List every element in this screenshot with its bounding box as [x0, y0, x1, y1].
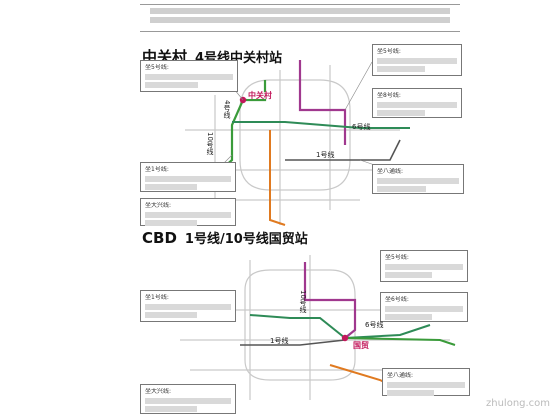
- box-line: [145, 176, 231, 182]
- route-line-5: [298, 60, 347, 145]
- box-title: 坐8号线:: [377, 92, 401, 99]
- box-title: 坐5号线:: [385, 254, 409, 261]
- station-label-guomao: 国贸: [352, 341, 370, 350]
- line-label: 1号线: [316, 151, 335, 159]
- box-line: [145, 82, 198, 88]
- line-label: 6号线: [365, 321, 384, 329]
- box-line: [145, 398, 231, 404]
- box-line: [145, 220, 197, 226]
- route-info-box: 坐八通线:: [372, 164, 464, 194]
- box-line: [385, 314, 432, 320]
- box-line: [385, 264, 463, 270]
- route-info-box: 坐大兴线:: [140, 198, 236, 226]
- box-line: [385, 272, 432, 278]
- section-title-cbd: CBD 1号线/10号线国贸站: [138, 228, 308, 247]
- intro-note-line: [150, 17, 450, 23]
- box-line: [377, 102, 457, 108]
- route-info-box: 坐5号线:: [380, 250, 468, 282]
- route-line-daxing: [269, 130, 286, 226]
- box-title: 坐大兴线:: [145, 388, 172, 395]
- route-line-1: [240, 339, 346, 346]
- line-label: 10号线: [299, 290, 307, 313]
- leader-line: [344, 61, 373, 111]
- box-line: [385, 306, 463, 312]
- box-title: 坐1号线:: [145, 294, 169, 301]
- box-line: [387, 382, 465, 388]
- box-line: [377, 186, 427, 192]
- box-title: 坐6号线:: [385, 296, 409, 303]
- box-line: [377, 58, 457, 64]
- route-info-box: 坐1号线:: [140, 162, 236, 192]
- line-label: 6号线: [352, 123, 371, 131]
- line-label: 10号线: [206, 132, 214, 155]
- box-title: 坐1号线:: [145, 166, 169, 173]
- box-title: 坐八通线:: [377, 168, 404, 175]
- box-title: 坐5号线:: [377, 48, 401, 55]
- line-label: 4号线: [223, 100, 231, 119]
- box-line: [387, 390, 434, 396]
- route-info-box: 坐5号线:: [140, 60, 238, 92]
- box-line: [145, 212, 231, 218]
- line-label: 1号线: [270, 337, 289, 345]
- route-info-box: 坐八通线:: [382, 368, 470, 396]
- box-title: 坐大兴线:: [145, 202, 172, 209]
- box-title: 坐5号线:: [145, 64, 169, 71]
- intro-note: [140, 4, 460, 32]
- route-line-10: [249, 314, 431, 340]
- watermark: zhulong.com: [486, 398, 551, 409]
- route-line-1: [285, 139, 401, 161]
- box-line: [377, 110, 425, 116]
- intro-note-line: [150, 8, 450, 14]
- box-line: [377, 178, 459, 184]
- route-info-box: 坐8号线:: [372, 88, 462, 118]
- station-label-zhongguancun: 中关村: [247, 91, 273, 100]
- section-station: 1号线/10号线国贸站: [184, 232, 308, 247]
- box-line: [145, 312, 197, 318]
- box-title: 坐八通线:: [387, 372, 414, 379]
- route-line-batong: [344, 337, 456, 346]
- grey-loop: [244, 269, 356, 381]
- section-area: CBD: [142, 229, 177, 247]
- route-line-5: [303, 262, 357, 339]
- station-guomao-marker: [341, 334, 349, 342]
- route-info-box: 坐大兴线:: [140, 384, 236, 414]
- route-info-box: 坐1号线:: [140, 290, 236, 322]
- route-line-10: [232, 121, 410, 129]
- route-info-box: 坐5号线:: [372, 44, 462, 76]
- box-line: [377, 66, 425, 72]
- box-line: [145, 74, 233, 80]
- box-line: [145, 184, 197, 190]
- box-line: [145, 304, 231, 310]
- box-line: [145, 406, 197, 412]
- route-info-box: 坐6号线:: [380, 292, 468, 322]
